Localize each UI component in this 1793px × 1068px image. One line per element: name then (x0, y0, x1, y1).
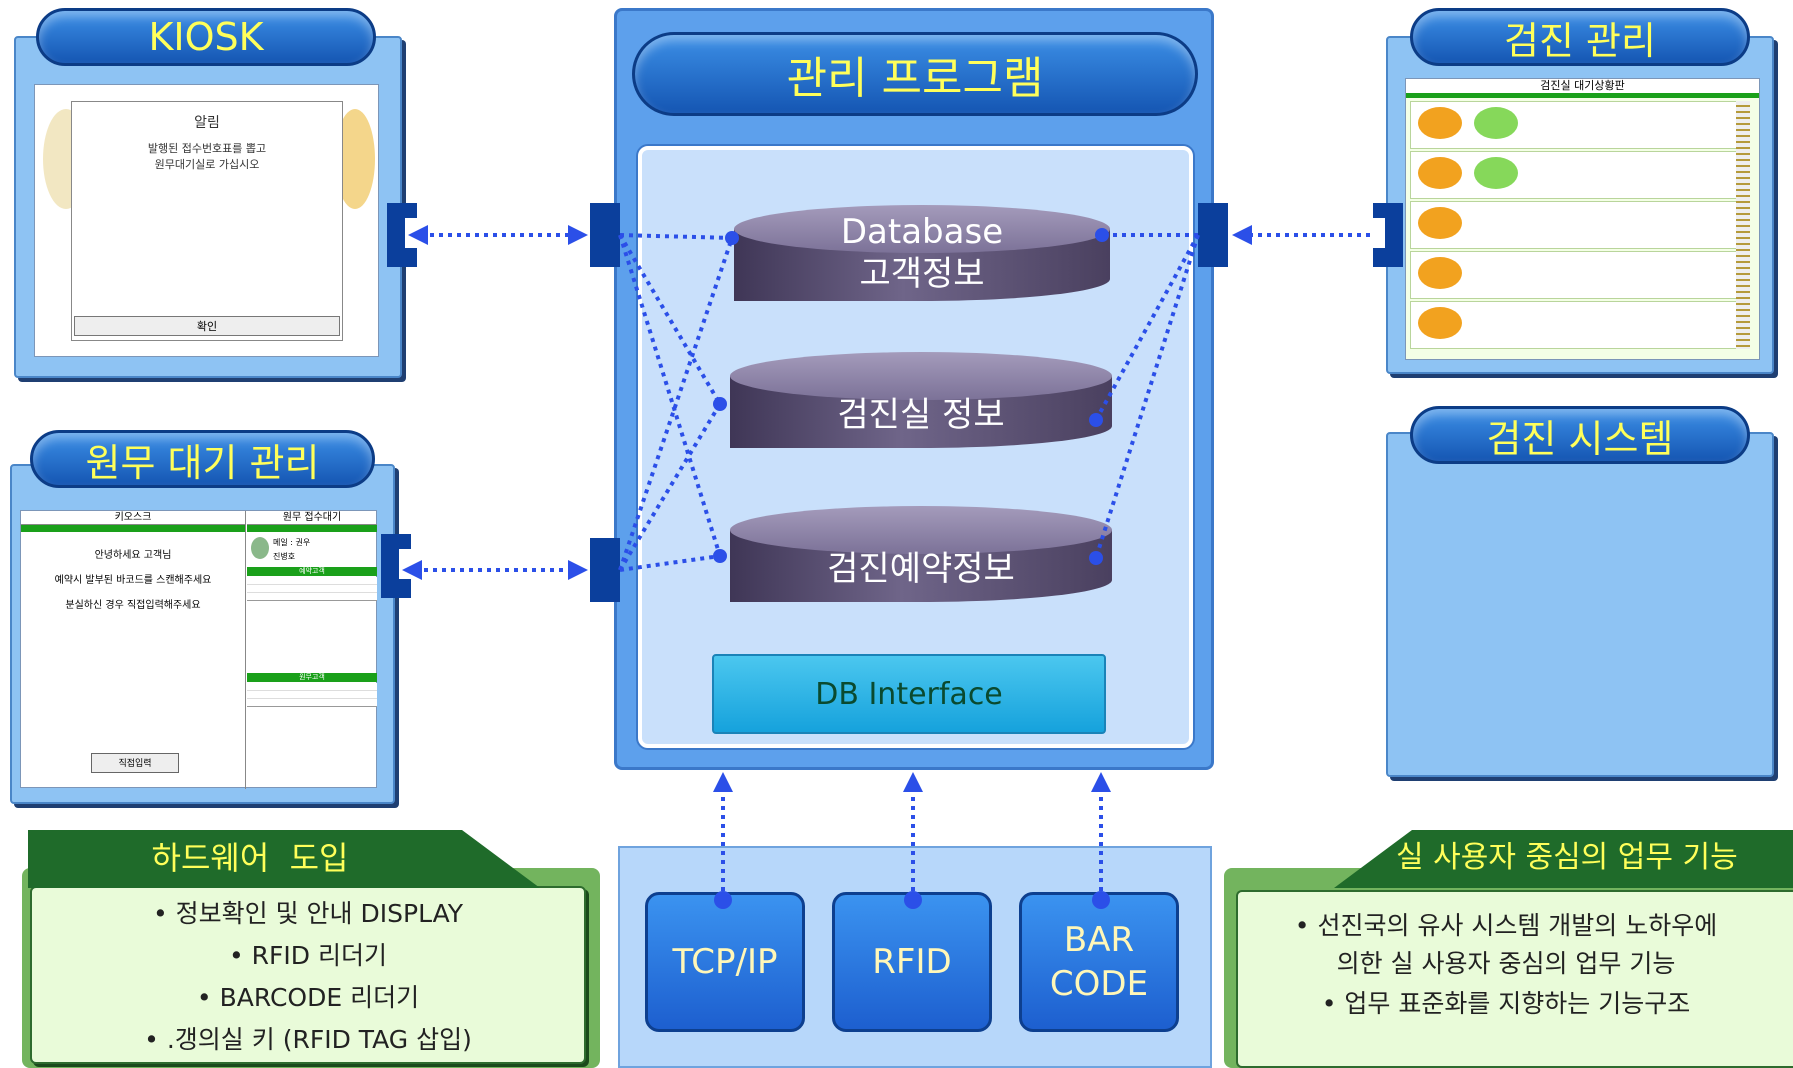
wonmu-section-header: 원무고객 (247, 673, 377, 682)
checkup-board-green-bar (1406, 93, 1759, 98)
board-green-badge-1 (1474, 107, 1518, 139)
reservation-info-label: 검진예약정보 (827, 549, 1015, 589)
kiosk-dialog-message-2: 원무대기실로 가십시오 (154, 158, 260, 171)
checkup-system-panel (1386, 432, 1774, 777)
wonmu-left-header: 키오스크 (21, 511, 245, 525)
database-customer: Database 고객정보 (734, 205, 1110, 301)
board-orange-badge-1 (1418, 107, 1462, 139)
board-orange-badge-3 (1418, 207, 1462, 239)
checkup-board-title: 검진실 대기상황판 (1406, 79, 1759, 93)
hardware-item-1: • 정보확인 및 안내 DISPLAY (152, 899, 464, 928)
patient-name-label: 진병호 (273, 552, 296, 561)
checkup-mgmt-connector-notch (1371, 218, 1385, 248)
board-row-2 (1410, 151, 1750, 199)
code-label: CODE (1049, 964, 1149, 1004)
wonmu-left-pane: 키오스크 안녕하세요 고객님 예약시 발부된 바코드를 스캔해주세요 분실하신 … (21, 511, 246, 789)
board-side-column (1736, 101, 1750, 349)
wonmu-message-1: 안녕하세요 고객님 (94, 550, 172, 561)
rfid-box: RFID (832, 892, 992, 1032)
wonmu-table (247, 683, 377, 707)
user-centric-content (1236, 890, 1793, 1068)
central-right-connector (1198, 203, 1228, 267)
user-centric-item-1: • 선진국의 유사 시스템 개발의 노하우에 (1294, 911, 1718, 940)
patient-avatar (251, 537, 269, 559)
wonmu-message-2: 예약시 발부된 바코드를 스캔해주세요 (54, 575, 212, 586)
hardware-title: 하드웨어 도입 (151, 839, 349, 877)
board-row-1 (1410, 101, 1750, 149)
hardware-item-4: • .갱의실 키 (RFID TAG 삽입) (144, 1025, 472, 1054)
bar-label: BAR (1063, 920, 1135, 960)
kiosk-dialog: 알림 발행된 접수번호표를 뽑고 원무대기실로 가십시오 확인 (71, 101, 343, 341)
db-interface-box: DB Interface (712, 654, 1106, 734)
central-left-connector-top (590, 203, 620, 267)
tcpip-box: TCP/IP (645, 892, 805, 1032)
hardware-content (30, 886, 586, 1064)
wonmu-green-bar (21, 525, 245, 532)
wonmu-right-pane: 원무 접수대기 메일 : 권우 진병호 예약고객 원무고객 (247, 511, 377, 789)
user-centric-item-3: • 업무 표준화를 지향하는 기능구조 (1321, 989, 1691, 1018)
board-green-badge-2 (1474, 157, 1518, 189)
board-orange-badge-4 (1418, 257, 1462, 289)
customer-info-label: 고객정보 (859, 254, 985, 294)
checkup-board-screen: 검진실 대기상황판 (1405, 78, 1760, 360)
database-reservation-top (730, 506, 1112, 554)
room-info-label: 검진실 정보 (837, 395, 1005, 435)
hardware-item-3: • BARCODE 리더기 (196, 983, 420, 1012)
wonmu-screen: 키오스크 안녕하세요 고객님 예약시 발부된 바코드를 스캔해주세요 분실하신 … (20, 510, 377, 789)
hardware-title-tab (28, 830, 540, 888)
wonmu-title: 원무 대기 관리 (30, 430, 375, 488)
kiosk-confirm-button[interactable]: 확인 (74, 316, 340, 336)
checkup-mgmt-title: 검진 관리 (1410, 8, 1750, 66)
rfid-label: RFID (872, 942, 952, 982)
wonmu-connector-notch (399, 549, 413, 579)
wonmu-message-3: 분실하신 경우 직접입력해주세요 (65, 600, 201, 611)
database-reservation: 검진예약정보 (730, 506, 1112, 602)
checkup-system-title: 검진 시스템 (1410, 406, 1750, 464)
board-row-5 (1410, 301, 1750, 349)
central-program-title: 관리 프로그램 (632, 32, 1198, 116)
user-centric-item-2: 의한 실 사용자 중심의 업무 기능 (1336, 949, 1676, 978)
hardware-item-2: • RFID 리더기 (228, 941, 387, 970)
user-centric-title-tab (1334, 830, 1793, 888)
central-left-connector-bottom (590, 538, 620, 602)
database-room-info: 검진실 정보 (730, 352, 1112, 448)
user-centric-title: 실 사용자 중심의 업무 기능 (1396, 840, 1738, 875)
database-label: Database (840, 212, 1004, 252)
reservation-section-header: 예약고객 (247, 567, 377, 576)
kiosk-screen: 알림 발행된 접수번호표를 뽑고 원무대기실로 가십시오 확인 (34, 84, 379, 357)
wonmu-direct-input-button[interactable]: 직접입력 (91, 753, 179, 773)
wonmu-right-header: 원무 접수대기 (247, 511, 377, 525)
kiosk-connector-notch (405, 218, 419, 248)
patient-room-label: 메일 : 권우 (273, 538, 311, 547)
board-row-3 (1410, 201, 1750, 249)
wonmu-right-green-bar (247, 525, 377, 532)
barcode-box: BAR CODE (1019, 892, 1179, 1032)
board-orange-badge-2 (1418, 157, 1462, 189)
tcpip-label: TCP/IP (672, 942, 778, 982)
board-orange-badge-5 (1418, 307, 1462, 339)
kiosk-dialog-title: 알림 (194, 115, 220, 131)
database-room-top (730, 352, 1112, 400)
database-customer-top (734, 205, 1110, 253)
board-row-4 (1410, 251, 1750, 299)
kiosk-title: KIOSK (36, 8, 376, 66)
reservation-table (247, 577, 377, 601)
kiosk-dialog-message-1: 발행된 접수번호표를 뽑고 (147, 142, 267, 155)
